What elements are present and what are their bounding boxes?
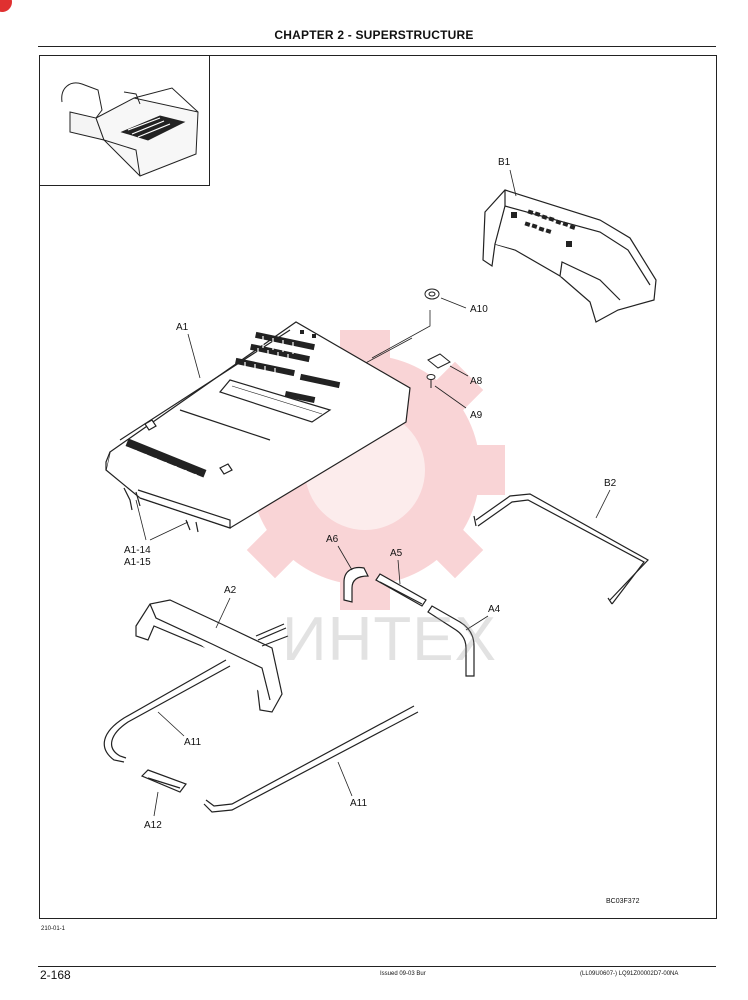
part-a11-left-seal [103,659,231,763]
label-b2-text: B2 [604,478,617,489]
page-reference: 210-01-1 [41,926,66,932]
part-a2-guard [135,599,289,713]
label-a5-text: A5 [390,548,403,559]
label-a2: A2 [215,585,237,629]
label-a6-text: A6 [326,534,339,545]
label-a11-left-text: A11 [184,737,201,748]
part-a1-main-cover [105,321,411,533]
locator-inset [40,56,210,186]
header-rule [38,46,716,47]
label-a2-text: A2 [224,585,237,596]
page-number: 2-168 [40,968,71,982]
label-a5: A5 [390,548,403,585]
footer-rule [38,966,716,967]
label-a12: A12 [144,791,162,831]
label-b1: B1 [498,157,517,197]
document-code: (LL09U0607-) LQ91Z00002D7-00NA [580,971,679,977]
inset-machine-drawing [61,82,199,177]
label-b1-text: B1 [498,157,511,168]
issue-info: Issued 09-03 Bur [380,971,426,977]
label-a1-15-text: A1-15 [124,557,151,568]
label-a1-14-text: A1-14 [124,545,151,556]
part-a6-bracket [343,566,369,603]
label-a12-text: A12 [144,820,162,831]
figure-code: BC03F372 [606,898,640,905]
part-a8-clip [427,353,451,369]
label-a10: A10 [440,297,488,315]
label-a11-left: A11 [157,711,201,748]
label-a1-14-15: A1-14 A1-15 [124,499,189,568]
watermark-text: ИНТЕХ [282,605,497,674]
part-b1-rear-cover [482,189,657,323]
label-a8-text: A8 [470,376,483,387]
part-a11-right-seal [203,705,419,813]
label-a1: A1 [176,322,201,379]
label-a9-text: A9 [470,410,483,421]
label-a9: A9 [434,385,483,421]
a10-leader-lines [359,310,431,367]
label-a11-right-text: A11 [350,798,367,809]
label-b2: B2 [595,478,617,519]
label-a6: A6 [326,534,353,571]
corner-badge [0,0,12,12]
label-a11-right: A11 [337,761,367,809]
chapter-title: CHAPTER 2 - SUPERSTRUCTURE [274,28,474,42]
figure-frame [39,55,717,919]
part-a4-bent-strip [427,605,475,677]
label-a8: A8 [449,365,483,387]
label-a4: A4 [465,604,501,631]
label-a4-text: A4 [488,604,501,615]
part-a9-screw [426,374,436,388]
part-a5-strip [375,573,427,607]
part-a12-pad [140,769,187,793]
part-b2-seal [473,493,649,605]
part-a10-nut [424,288,440,300]
label-a10-text: A10 [470,304,488,315]
label-a1-text: A1 [176,322,189,333]
